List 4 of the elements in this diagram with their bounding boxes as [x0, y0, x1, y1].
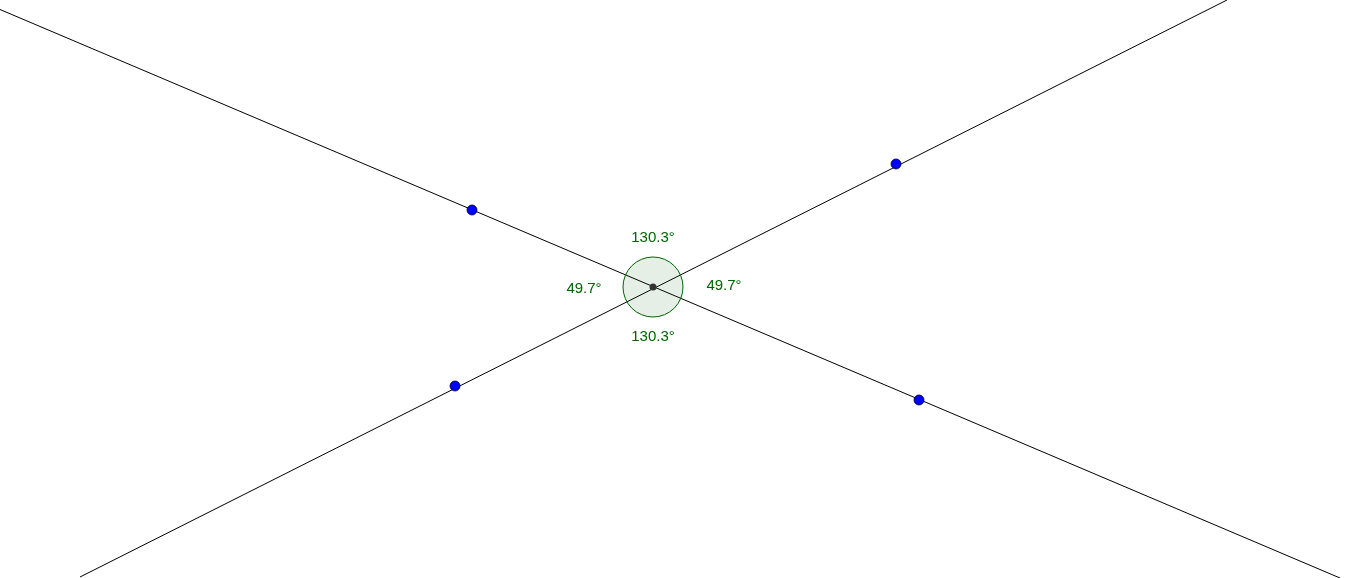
angle-label: 49.7° [566, 279, 602, 295]
angle-label: 130.3° [631, 327, 675, 343]
angle-label: 49.7° [706, 276, 742, 292]
angle-label: 130.3° [631, 228, 675, 244]
